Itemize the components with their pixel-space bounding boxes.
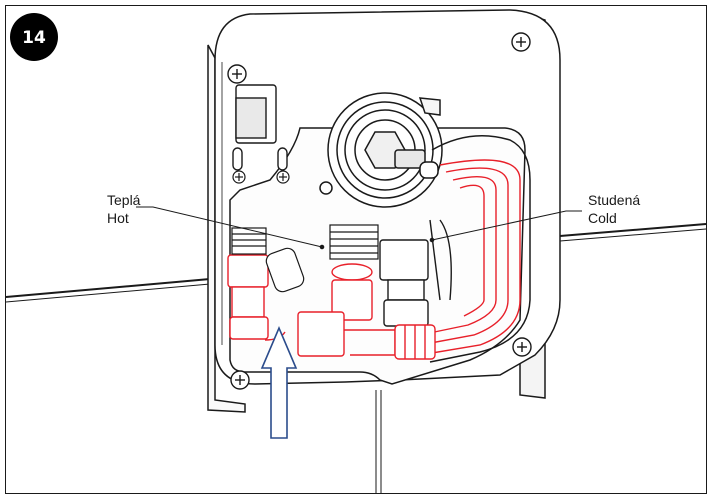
hot-label-cz: Teplá [107, 192, 141, 208]
screw-icon [232, 170, 246, 184]
screw-icon [511, 32, 531, 52]
screw-icon [276, 170, 290, 184]
valve-cartridge [319, 92, 443, 208]
step-badge: 14 [10, 13, 58, 61]
hot-label-en: Hot [107, 210, 129, 226]
cold-label-cz: Studená [588, 192, 640, 208]
cold-connector [379, 219, 452, 327]
screw-icon [230, 370, 250, 390]
wall-tile-lines [5, 223, 707, 494]
flow-arrow-icon [260, 325, 298, 439]
hot-water-hose [419, 159, 521, 356]
hot-connector [227, 254, 436, 360]
diagram-border [5, 5, 707, 494]
hose-outline [429, 135, 531, 363]
step-number: 14 [22, 28, 46, 48]
plate-slots [232, 84, 288, 171]
label-leaders [136, 206, 582, 250]
cold-label-en: Cold [588, 210, 617, 226]
screw-icon [227, 64, 247, 84]
screw-icon [512, 337, 532, 357]
